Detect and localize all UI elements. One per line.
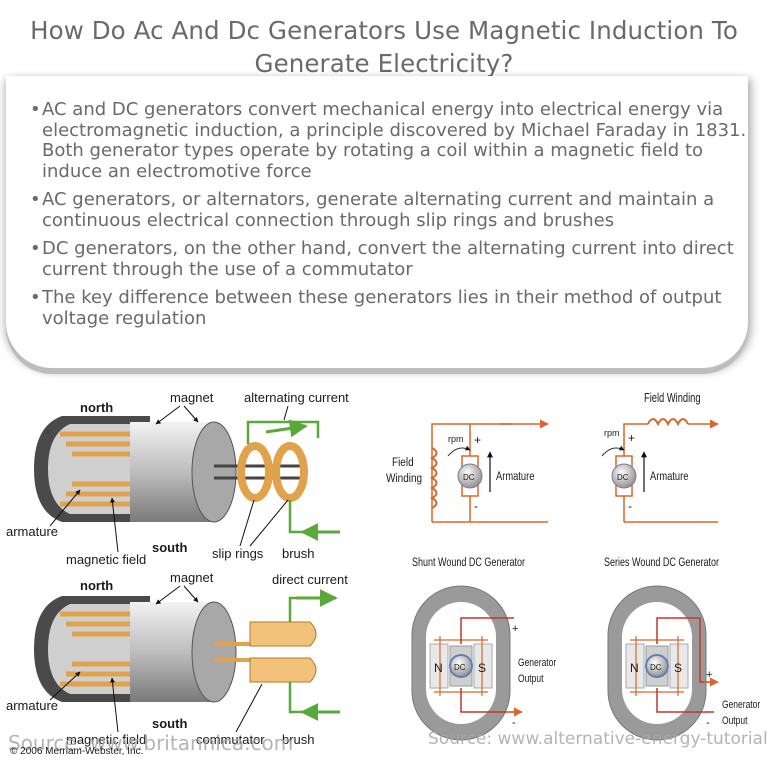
label-magnet: magnet bbox=[170, 390, 214, 405]
commutator-half-bottom bbox=[249, 657, 317, 683]
wire bbox=[431, 423, 512, 522]
label-output-2: Output bbox=[518, 673, 544, 685]
source-watermark-right: Source: www.alternative-energy-tutorials… bbox=[428, 729, 768, 749]
label-magnetic-field: magnetic field bbox=[66, 552, 146, 567]
output-arrow bbox=[265, 419, 308, 438]
label-minus: - bbox=[474, 499, 478, 513]
label-s: S bbox=[674, 661, 682, 675]
generator-cross-section-right: N DC S + - Generator Output bbox=[607, 585, 761, 741]
label-slip-rings: slip rings bbox=[212, 546, 264, 561]
magnet-end-face bbox=[191, 421, 237, 523]
label-dc: DC bbox=[650, 663, 662, 672]
label-south: south bbox=[152, 540, 187, 555]
magnet-gap bbox=[48, 424, 140, 514]
output-wire-bottom bbox=[288, 500, 330, 534]
slip-ring-2 bbox=[272, 442, 308, 502]
label-north: north bbox=[80, 400, 113, 415]
caption-series: Series Wound DC Generator bbox=[604, 556, 719, 570]
title-line-1: How Do Ac And Dc Generators Use Magnetic… bbox=[30, 16, 738, 45]
label-s: S bbox=[478, 661, 486, 675]
field-coil bbox=[647, 418, 689, 427]
ac-generator: north magnet alternating current armatur… bbox=[6, 390, 349, 567]
bullet-list: AC and DC generators convert mechanical … bbox=[30, 99, 750, 337]
pole-n bbox=[625, 643, 645, 689]
field-coil bbox=[429, 447, 438, 509]
label-minus: - bbox=[706, 717, 710, 729]
copyright-notice: © 2006 Merriam-Webster, Inc. bbox=[10, 746, 143, 757]
label-minus: - bbox=[628, 499, 632, 513]
label-commutator: commutator bbox=[196, 732, 265, 747]
label-direct-current: direct current bbox=[272, 572, 348, 587]
label-field-winding: Field Winding bbox=[644, 392, 701, 406]
label-output-1: Generator bbox=[722, 699, 761, 711]
label-rpm: rpm bbox=[604, 428, 620, 438]
pole-s bbox=[473, 643, 493, 689]
label-plus: + bbox=[512, 623, 518, 635]
series-wound-diagram: rpm + - Field Winding DC Armature Series… bbox=[601, 392, 719, 570]
label-winding: Winding bbox=[386, 472, 422, 485]
rotor bbox=[645, 654, 669, 678]
bullet-item: The key difference between these generat… bbox=[30, 287, 750, 329]
source-watermark-left: Source: www.britannica.com bbox=[8, 731, 293, 755]
label-brush: brush bbox=[282, 732, 315, 747]
label-brush: brush bbox=[282, 546, 315, 561]
label-dc: DC bbox=[454, 663, 466, 672]
label-armature: armature bbox=[6, 524, 58, 539]
label-armature: Armature bbox=[650, 470, 688, 483]
armature-symbol bbox=[457, 463, 483, 489]
dc-generator: north magnet direct current armature sou… bbox=[6, 570, 348, 747]
label-output-2: Output bbox=[722, 715, 748, 727]
output-wire-top bbox=[246, 420, 320, 444]
label-plus: + bbox=[706, 669, 712, 681]
label-plus: + bbox=[474, 433, 481, 447]
rotor bbox=[449, 654, 473, 678]
commutator-half-top bbox=[249, 621, 317, 647]
label-n: N bbox=[630, 661, 639, 675]
label-field: Field bbox=[392, 456, 414, 469]
label-minus: - bbox=[512, 717, 516, 729]
armature-symbol bbox=[611, 463, 637, 489]
label-rpm: rpm bbox=[448, 434, 464, 444]
title-line-2: Generate Electricity? bbox=[254, 49, 514, 78]
caption-shunt: Shunt Wound DC Generator bbox=[412, 556, 525, 570]
label-dc: DC bbox=[463, 473, 475, 482]
magnet-gap bbox=[48, 604, 140, 694]
label-magnetic-field: magnetic field bbox=[66, 732, 146, 747]
label-magnet: magnet bbox=[170, 570, 214, 585]
label-armature: Armature bbox=[496, 470, 534, 483]
label-dc: DC bbox=[617, 473, 629, 482]
label-plus: + bbox=[628, 431, 635, 445]
generator-diagram: north magnet alternating current armatur… bbox=[6, 390, 768, 757]
pole-n bbox=[429, 643, 449, 689]
magnet-end-face bbox=[191, 601, 237, 703]
generator-cross-section-left: N DC S + - Generator Output bbox=[411, 585, 557, 741]
bullet-item: DC generators, on the other hand, conver… bbox=[30, 238, 750, 280]
bullet-item: AC generators, or alternators, generate … bbox=[30, 189, 750, 231]
page-title: How Do Ac And Dc Generators Use Magnetic… bbox=[0, 14, 768, 80]
shunt-wound-diagram: rpm + - Field Winding DC Armature Shunt … bbox=[386, 419, 549, 570]
bullet-item: AC and DC generators convert mechanical … bbox=[30, 99, 750, 182]
slip-ring-1 bbox=[237, 442, 273, 502]
label-north: north bbox=[80, 578, 113, 593]
pole-s bbox=[669, 643, 689, 689]
output-wire-bottom bbox=[288, 682, 330, 714]
label-armature: armature bbox=[6, 698, 58, 713]
label-south: south bbox=[152, 716, 187, 731]
label-output-1: Generator bbox=[518, 657, 557, 669]
label-n: N bbox=[434, 661, 443, 675]
label-alternating-current: alternating current bbox=[244, 390, 349, 405]
output-wire-top bbox=[288, 596, 330, 622]
